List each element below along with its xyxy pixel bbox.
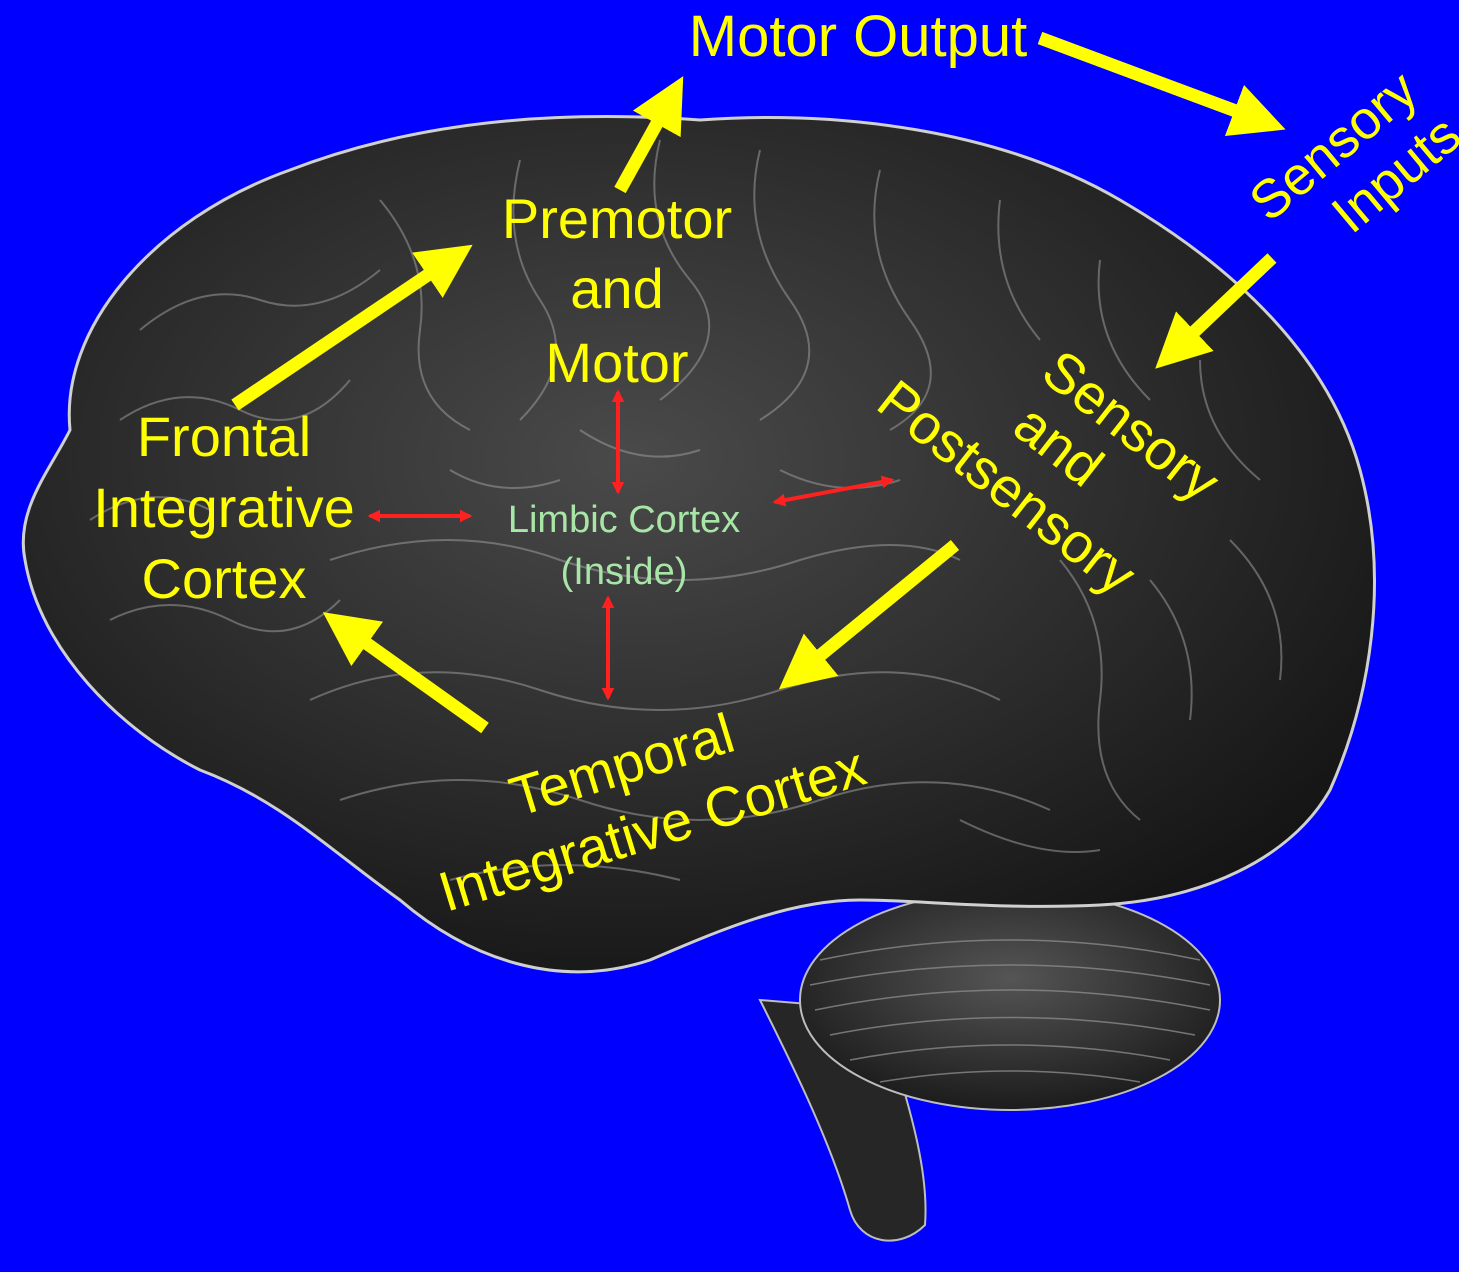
brain-illustration (23, 117, 1374, 1241)
arrow-icon (1040, 38, 1260, 120)
svg-text:Motor: Motor (545, 331, 688, 394)
sensory-inputs-label: Sensory Inputs (1238, 57, 1459, 281)
svg-text:Cortex: Cortex (142, 547, 307, 610)
svg-text:Limbic Cortex: Limbic Cortex (508, 499, 740, 541)
svg-text:Premotor: Premotor (502, 187, 732, 250)
cerebellum (800, 890, 1220, 1110)
svg-text:and: and (570, 257, 663, 320)
motor-output-label: Motor Output (689, 4, 1027, 69)
svg-text:Integrative: Integrative (93, 476, 355, 539)
svg-text:(Inside): (Inside) (561, 551, 688, 593)
svg-text:Frontal: Frontal (137, 405, 311, 468)
